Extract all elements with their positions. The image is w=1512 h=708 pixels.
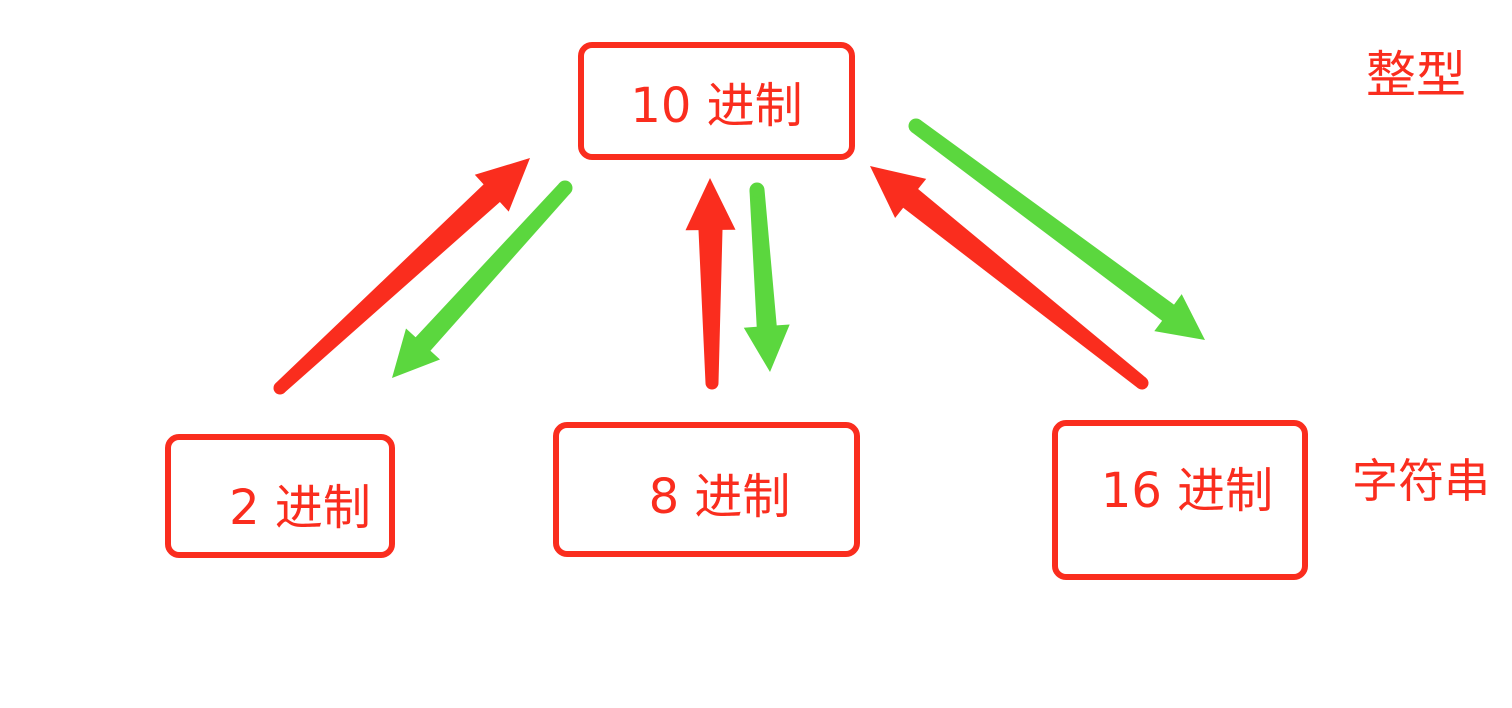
octal-to-decimal-arrow-tail-cap <box>705 376 719 390</box>
node-hex-label: 16 进制 <box>1100 463 1274 519</box>
node-octal: 8 进制 <box>553 422 860 557</box>
label-integer-type: 整型 <box>1366 46 1466 104</box>
label-string-type: 字符串 <box>1352 454 1490 508</box>
hex-to-decimal-arrow-tail-cap <box>1135 376 1149 390</box>
node-octal-label: 8 进制 <box>648 468 791 525</box>
node-decimal: 10 进制 <box>578 42 855 160</box>
hex-to-decimal-arrow <box>870 166 1147 389</box>
decimal-to-binary-arrow <box>392 183 571 378</box>
node-binary-label: 2 进制 <box>229 480 371 536</box>
decimal-to-hex-arrow <box>911 120 1205 340</box>
decimal-to-octal-arrow-tail-cap <box>749 182 765 198</box>
binary-to-decimal-arrow <box>275 158 530 393</box>
node-decimal-label: 10 进制 <box>630 78 803 134</box>
decimal-to-octal-arrow <box>743 189 790 372</box>
decimal-to-binary-arrow-tail-cap <box>557 180 573 196</box>
decimal-to-hex-arrow-tail-cap <box>908 118 924 134</box>
binary-to-decimal-arrow-tail-cap <box>273 381 287 395</box>
node-hex: 16 进制 <box>1052 420 1308 580</box>
node-binary: 2 进制 <box>165 434 395 558</box>
octal-to-decimal-arrow <box>685 178 736 384</box>
